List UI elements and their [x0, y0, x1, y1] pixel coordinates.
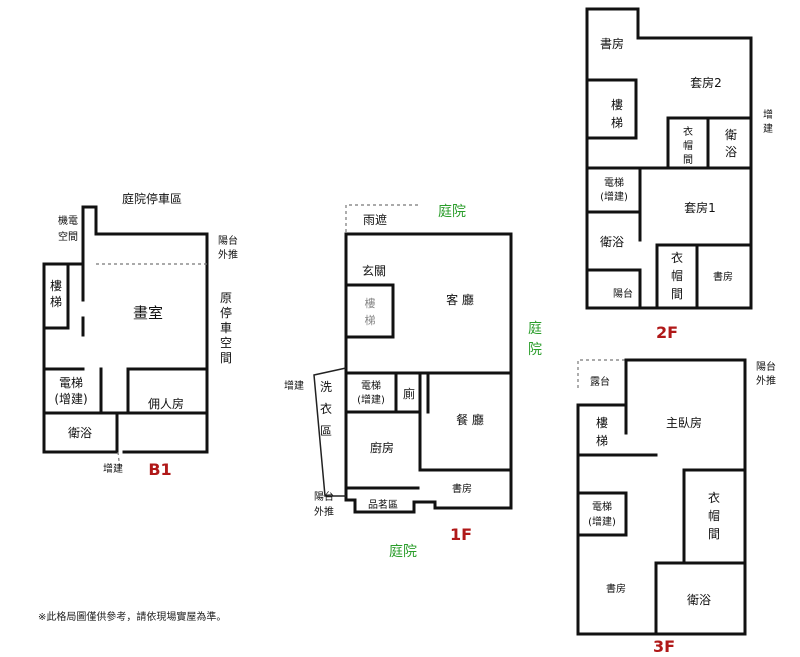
b1-former-parking-label-1: 原	[220, 291, 232, 305]
2f-closet1-label-1: 衣	[671, 250, 683, 265]
b1-parking-area-label: 庭院停車區	[122, 191, 182, 206]
1f-toilet-label: 廁	[403, 386, 415, 401]
3f-floor-label: 3F	[653, 637, 675, 656]
b1-former-parking-label-2: 停	[220, 305, 232, 320]
2f-stairs-label-2: 梯	[611, 116, 623, 130]
1f-yard-bottom-label: 庭院	[389, 543, 417, 560]
b1-bathroom-label: 衛浴	[68, 426, 92, 440]
3f-terrace-label: 露台	[590, 375, 610, 388]
1f-balcony-label-1: 陽台	[314, 490, 334, 503]
3f-bathroom-label: 衛浴	[687, 593, 711, 607]
b1-elevator-label-1: 電梯	[59, 376, 83, 390]
2f-floor-label: 2F	[656, 323, 678, 342]
3f-elevator-label-1: 電梯	[592, 500, 612, 513]
floor-b1: 庭院停車區 機電 空間 陽台 外推 樓 梯 畫室 原 停 車 空 間 電梯 (增…	[42, 191, 238, 479]
1f-porch-label: 雨遮	[363, 212, 387, 227]
1f-stairs-label-2: 梯	[365, 314, 376, 327]
b1-stairs-label-1: 樓	[50, 278, 62, 293]
2f-closet2-label-2: 帽	[683, 139, 693, 152]
2f-suite2-label: 套房2	[690, 75, 722, 90]
2f-bath1-label: 衛浴	[600, 235, 624, 249]
1f-laundry-label-2: 衣	[320, 401, 332, 416]
1f-living-room-label: 客 廳	[446, 292, 474, 307]
floor-3f: 露台 陽台 外推 樓 梯 主臥房 電梯 (增建) 衣 帽 間 書房 衛浴 3F	[576, 358, 776, 656]
3f-elevator-label-2: (增建)	[588, 515, 616, 528]
2f-balcony-label: 陽台	[613, 287, 633, 300]
2f-study-bottom-label: 書房	[713, 270, 733, 283]
b1-walls	[42, 205, 209, 471]
1f-kitchen-label: 廚房	[370, 440, 394, 455]
1f-entrance-label: 玄關	[362, 263, 386, 278]
1f-floor-label: 1F	[450, 525, 472, 544]
b1-balcony-label-1: 陽台	[218, 234, 238, 247]
b1-former-parking-label-4: 空	[220, 336, 232, 350]
2f-suite1-label: 套房1	[684, 200, 716, 215]
1f-elevator-label-2: (增建)	[357, 393, 385, 406]
2f-closet1-label-2: 帽	[671, 268, 683, 283]
disclaimer-note: ※此格局圖僅供參考，請依現場實屋為準。	[38, 610, 226, 623]
2f-closet1-label-3: 間	[671, 287, 683, 301]
b1-maid-room-label: 佣人房	[148, 396, 184, 411]
1f-elevator-label-1: 電梯	[361, 379, 381, 392]
1f-study-label: 書房	[452, 482, 472, 495]
2f-elevator-label-1: 電梯	[604, 176, 624, 189]
b1-elevator-label-2: (增建)	[54, 392, 87, 406]
2f-stairs-label-1: 樓	[611, 97, 623, 112]
3f-closet-label-3: 間	[708, 527, 720, 541]
2f-closet2-label-3: 間	[683, 154, 693, 166]
b1-former-parking-label-5: 間	[220, 351, 232, 365]
3f-walls	[576, 358, 747, 636]
2f-closet2-label-1: 衣	[683, 125, 693, 138]
b1-floor-label: B1	[148, 460, 171, 479]
1f-stairs-label-1: 樓	[365, 296, 376, 310]
1f-walls	[313, 204, 513, 514]
1f-balcony-label-2: 外推	[314, 505, 334, 518]
1f-yard-right-label-1: 庭	[528, 320, 542, 337]
b1-balcony-label-2: 外推	[218, 248, 238, 261]
b1-extension-label: 增建	[103, 462, 123, 475]
3f-closet-label-2: 帽	[708, 508, 720, 523]
2f-walls	[585, 7, 753, 310]
b1-studio-label: 畫室	[133, 304, 163, 322]
2f-bath2-label-1: 衛	[725, 128, 737, 142]
3f-stairs-label-1: 樓	[596, 415, 608, 430]
b1-former-parking-label-3: 車	[220, 321, 232, 335]
2f-extension-label-2: 建	[763, 122, 773, 135]
1f-yard-right-label-2: 院	[528, 342, 542, 358]
3f-closet-label-1: 衣	[708, 490, 720, 505]
1f-dining-room-label: 餐 廳	[456, 412, 484, 427]
1f-tea-area-label: 品茗區	[368, 499, 398, 511]
3f-master-bedroom-label: 主臥房	[666, 415, 702, 430]
3f-study-label: 書房	[606, 582, 626, 595]
3f-balcony-label-1: 陽台	[756, 360, 776, 373]
floor-2f: 書房 套房2 樓 梯 衣 帽 間 衛 浴 增 建 電梯 (增建) 套房1 衛浴 …	[585, 7, 773, 342]
2f-study-top-label: 書房	[600, 36, 624, 51]
b1-machine-room-label-2: 空間	[58, 230, 78, 243]
3f-stairs-label-2: 梯	[596, 434, 608, 448]
b1-machine-room-label-1: 機電	[58, 214, 78, 227]
2f-bath2-label-2: 浴	[725, 145, 737, 159]
1f-extension-label: 增建	[284, 379, 304, 392]
1f-yard-top-label: 庭院	[438, 203, 466, 220]
3f-balcony-label-2: 外推	[756, 374, 776, 387]
2f-elevator-label-2: (增建)	[600, 190, 628, 203]
1f-laundry-label-1: 洗	[320, 380, 332, 394]
floor-1f: 雨遮 庭院 玄關 樓 梯 客 廳 庭 院 增建 洗 衣 區 電梯 (增建) 廁 …	[284, 203, 542, 560]
2f-extension-label-1: 增	[763, 108, 773, 121]
b1-stairs-label-2: 梯	[50, 295, 62, 309]
1f-laundry-label-3: 區	[320, 424, 332, 438]
